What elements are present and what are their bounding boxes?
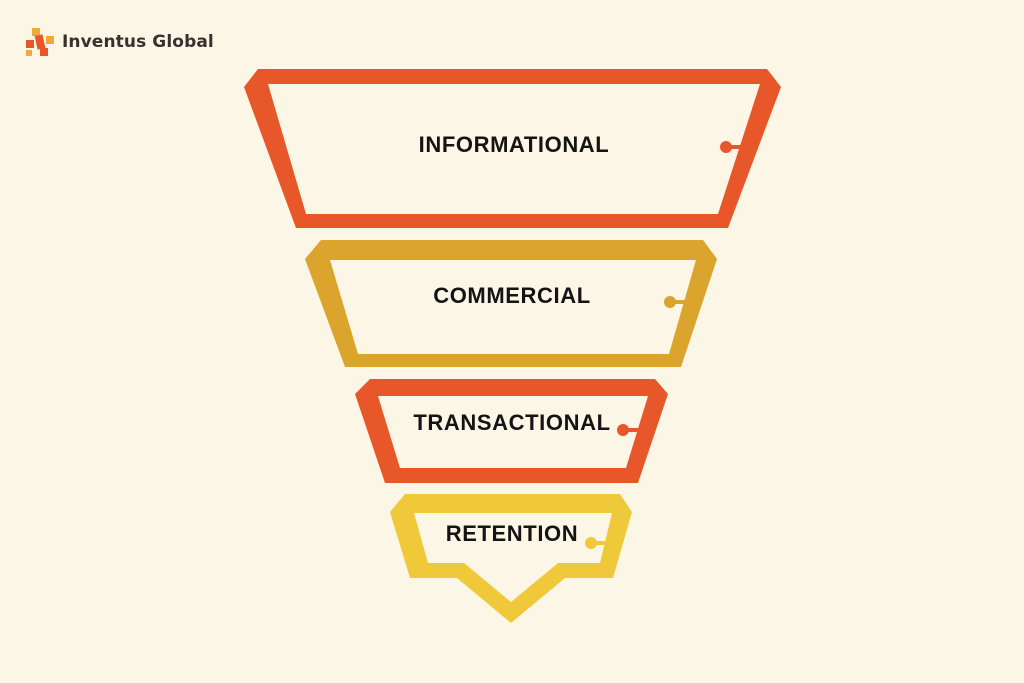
stage-frame [244, 69, 781, 228]
brand-name: Inventus Global [62, 32, 214, 52]
stage-frame [390, 494, 632, 623]
stage-label-informational: INFORMATIONAL [419, 132, 610, 157]
stage-frame [305, 240, 717, 367]
stage-label-transactional: TRANSACTIONAL [413, 410, 610, 435]
stage-label-retention: RETENTION [446, 521, 579, 546]
funnel-stage-informational: INFORMATIONAL [244, 69, 781, 228]
connector-line [623, 428, 641, 432]
stage-label-commercial: COMMERCIAL [433, 283, 591, 308]
connector-line [670, 300, 686, 304]
inventus-logo-icon [26, 28, 54, 56]
brand-logo: Inventus Global [24, 26, 214, 58]
stage-frame [355, 379, 668, 483]
connector-line [591, 541, 605, 545]
funnel-stage-commercial: COMMERCIAL [305, 240, 717, 367]
funnel-stage-transactional: TRANSACTIONAL [355, 379, 668, 483]
connector-line [726, 145, 748, 149]
funnel-stage-retention: RETENTION [390, 494, 632, 623]
